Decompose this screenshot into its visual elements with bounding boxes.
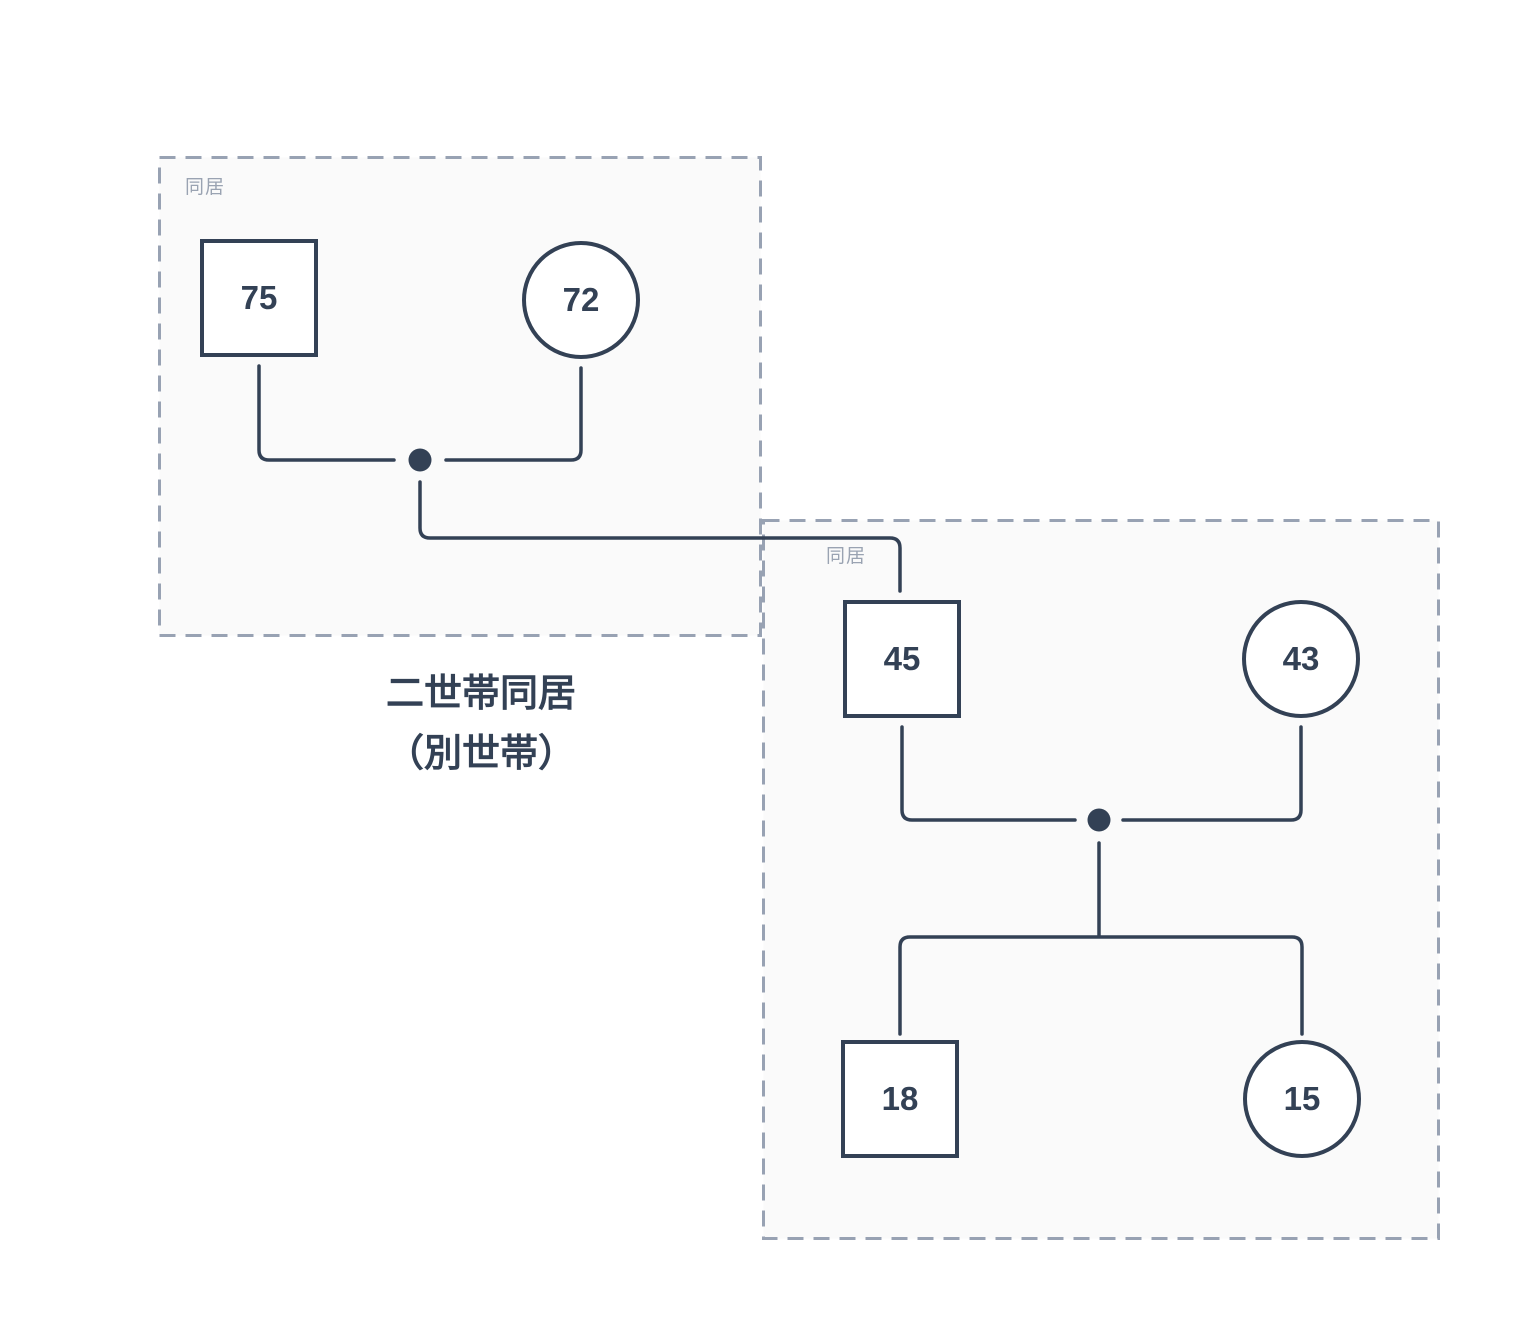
partner-line-45: [900, 725, 1077, 822]
person-node-circle-72: 72: [522, 241, 640, 359]
partner-line-75: [257, 364, 396, 462]
person-age: 18: [881, 1080, 919, 1117]
person-age: 45: [883, 640, 921, 677]
person-node-circle-15: 15: [1243, 1040, 1361, 1158]
caption-line-2: （別世帯）: [385, 733, 576, 775]
person-age: 15: [1283, 1080, 1321, 1117]
person-node-square-18: 18: [841, 1040, 959, 1158]
person-node-square-45: 45: [843, 600, 961, 718]
person-age: 75: [240, 279, 278, 316]
descent-line-union1-to-45: [418, 480, 902, 593]
person-age: 72: [562, 281, 600, 318]
partner-line-72: [444, 366, 583, 462]
person-age: 43: [1282, 640, 1320, 677]
household-label-2: 同居: [826, 546, 867, 567]
person-node-circle-43: 43: [1242, 600, 1360, 718]
sibling-bar: [898, 935, 1304, 1036]
diagram-caption: 二世帯同居 （別世帯）: [231, 664, 731, 784]
union-dot-1: [408, 448, 432, 472]
union-dot-2: [1087, 808, 1111, 832]
person-node-square-75: 75: [200, 239, 318, 357]
caption-line-1: 二世帯同居: [385, 673, 576, 715]
household-label-1: 同居: [185, 177, 226, 198]
partner-line-43: [1121, 725, 1303, 822]
